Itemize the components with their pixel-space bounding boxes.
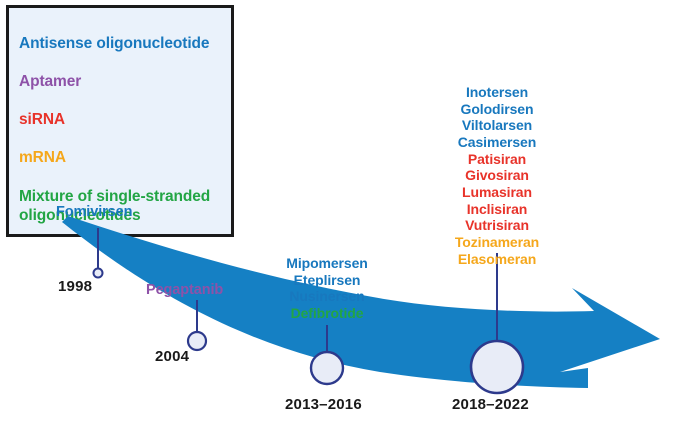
- drug-label-golodirsen: Golodirsen: [460, 100, 534, 117]
- drug-label-elasomeran: Elasomeran: [457, 250, 537, 267]
- year-label-1998: 1998: [58, 278, 93, 295]
- legend-item-label: Mixture of single-stranded oligonucleoti…: [19, 187, 211, 224]
- drug-label-patisiran: Patisiran: [467, 150, 527, 167]
- drug-label-vutrisiran: Vutrisiran: [465, 217, 529, 234]
- legend-item-antisense-oligonucleotide: Antisense oligonucleotide: [19, 15, 221, 53]
- legend-item-aptamer: Aptamer: [19, 53, 221, 91]
- drug-label-fomivirsen: Fomivirsen: [56, 204, 133, 220]
- year-label-2004: 2004: [155, 348, 190, 365]
- legend-item-mrna: mRNA: [19, 129, 221, 167]
- milestone-marker-2018-2022[interactable]: [469, 339, 525, 395]
- year-label-2018-2022: 2018–2022: [452, 396, 529, 413]
- year-label-2013-2016: 2013–2016: [285, 396, 362, 413]
- drug-label-tozinameran: Tozinameran: [454, 233, 540, 250]
- drug-cluster-2018-2022: Inotersen Golodirsen Viltolarsen Casimer…: [427, 84, 567, 267]
- drug-label-pegaptanib: Pegaptanib: [146, 282, 224, 298]
- drug-label-inclisiran: Inclisiran: [466, 200, 528, 217]
- drug-label-defibrotide: Defibrotide: [290, 304, 364, 321]
- legend-item-label: mRNA: [19, 149, 66, 167]
- drug-label-givosiran: Givosiran: [465, 167, 529, 184]
- drug-cluster-2013-2016: Mipomersen Eteplirsen Nusinersen Defibro…: [257, 255, 397, 322]
- drug-label-nusinersen: Nusinersen: [289, 288, 365, 305]
- milestone-marker-2004[interactable]: [186, 330, 208, 352]
- drug-label-mipomersen: Mipomersen: [286, 255, 368, 271]
- drug-label-casimersen: Casimersen: [457, 133, 537, 150]
- milestone-marker-1998[interactable]: [92, 267, 104, 279]
- drug-label-viltolarsen: Viltolarsen: [461, 117, 533, 134]
- drug-label-inotersen: Inotersen: [465, 84, 529, 100]
- milestone-marker-2013-2016[interactable]: [309, 350, 345, 386]
- legend-item-label: Aptamer: [19, 73, 82, 91]
- drug-label-eteplirsen: Eteplirsen: [293, 271, 361, 288]
- legend-item-label: Antisense oligonucleotide: [19, 35, 210, 53]
- drug-label-lumasiran: Lumasiran: [462, 183, 532, 200]
- legend-item-mixture: Mixture of single-stranded oligonucleoti…: [19, 168, 221, 225]
- legend-box: Antisense oligonucleotide Aptamer siRNA …: [6, 5, 234, 237]
- legend-item-label: siRNA: [19, 111, 66, 129]
- legend-item-sirna: siRNA: [19, 91, 221, 129]
